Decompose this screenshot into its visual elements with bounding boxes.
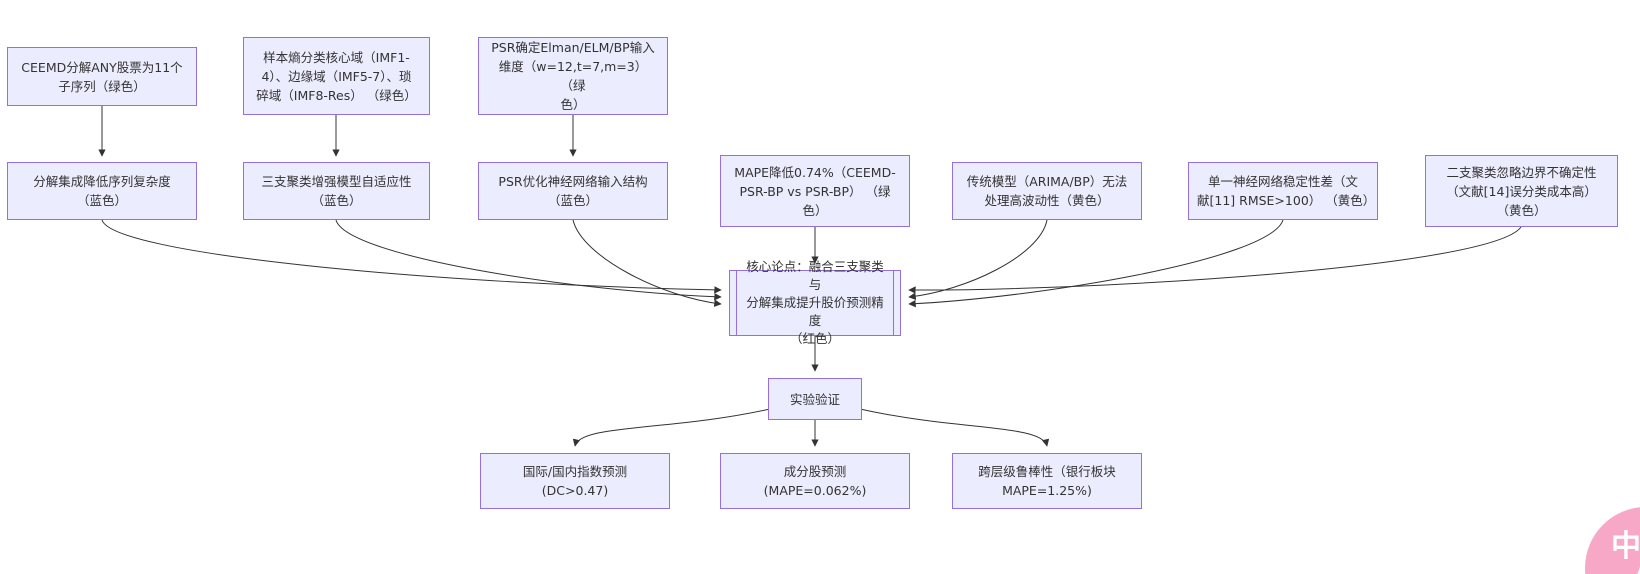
node-sample-entropy-domains: 样本熵分类核心域（IMF1- 4）、边缘域（IMF5-7）、琐 碎域（IMF8-… (243, 37, 430, 115)
translate-badge-zh: 中 (1611, 529, 1640, 564)
edge-singlenn-to-core (908, 219, 1284, 308)
translate-badge-en: A (1635, 549, 1640, 574)
translate-badge-icon[interactable]: 中 A (1585, 507, 1640, 574)
node-psr-input-dims: PSR确定Elman/ELM/BP输入 维度（w=12,t=7,m=3） （绿 … (478, 37, 668, 115)
node-cross-level-robustness: 跨层级鲁棒性（银行板块 MAPE=1.25%) (952, 453, 1142, 509)
edge-structure-to-core (572, 219, 722, 307)
node-two-way-clustering-limitation: 二支聚类忽略边界不确定性 （文献[14]误分类成本高） （黄色） (1425, 155, 1618, 227)
node-psr-input-structure: PSR优化神经网络输入结构 （蓝色） (478, 162, 668, 220)
edge-twoway-to-core (908, 226, 1522, 294)
edge-experiment-to-index (572, 408, 771, 447)
node-traditional-model-limitation: 传统模型（ARIMA/BP）无法 处理高波动性（黄色） (952, 162, 1142, 220)
node-decomposition-complexity: 分解集成降低序列复杂度 （蓝色） (7, 162, 197, 220)
node-experiment-validation: 实验验证 (768, 378, 862, 420)
edge-experiment-to-robustness (859, 408, 1050, 447)
node-three-way-clustering-adaptivity: 三支聚类增强模型自适应性 （蓝色） (243, 162, 430, 220)
edge-complexity-to-core (101, 219, 722, 294)
node-ceemd-decomposition: CEEMD分解ANY股票为11个 子序列（绿色） (7, 47, 197, 106)
node-index-prediction: 国际/国内指数预测 (DC>0.47) (480, 453, 670, 509)
edge-traditional-to-core (908, 219, 1048, 301)
edge-adaptivity-to-core (335, 219, 722, 301)
node-mape-reduction: MAPE降低0.74%（CEEMD- PSR-BP vs PSR-BP） （绿 … (720, 155, 910, 227)
node-constituent-prediction: 成分股预测 (MAPE=0.062%) (720, 453, 910, 509)
node-single-nn-instability: 单一神经网络稳定性差（文 献[11] RMSE>100） （黄色） (1188, 162, 1378, 220)
node-core-thesis: 核心论点：融合三支聚类与 分解集成提升股价预测精度 （红色） (729, 259, 901, 346)
